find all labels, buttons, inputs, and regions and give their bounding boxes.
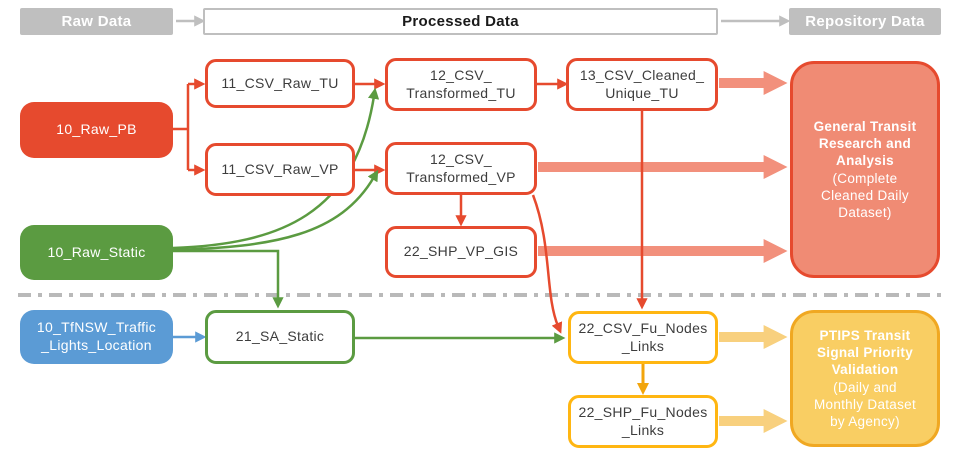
node-11-csv-raw-vp: 11_CSV_Raw_VP — [205, 143, 355, 196]
node-13-csv-cleaned-unique-tu: 13_CSV_Cleaned_ Unique_TU — [566, 58, 718, 111]
line-raw-pb-branch — [173, 84, 190, 170]
node-12-csv-transformed-vp: 12_CSV_ Transformed_VP — [385, 142, 537, 195]
node-22-shp-vp-gis: 22_SHP_VP_GIS — [385, 226, 537, 278]
ptips-title: PTIPS Transit Signal Priority Validation — [816, 327, 914, 378]
arrow-raw-static-to-transformed-tu — [172, 87, 380, 250]
node-11-csv-raw-tu: 11_CSV_Raw_TU — [205, 59, 355, 108]
node-10-raw-pb: 10_Raw_PB — [20, 102, 173, 158]
ptips-subtitle: (Daily and Monthly Dataset by Agency) — [813, 379, 917, 430]
gtra-title: General Transit Research and Analysis — [813, 118, 917, 169]
node-ptips-validation: PTIPS Transit Signal Priority Validation… — [790, 310, 940, 447]
node-12-csv-transformed-tu: 12_CSV_ Transformed_TU — [385, 58, 537, 111]
node-22-shp-fu-nodes-links: 22_SHP_Fu_Nodes _Links — [568, 395, 718, 448]
node-21-sa-static: 21_SA_Static — [205, 310, 355, 364]
node-general-transit-research: General Transit Research and Analysis (C… — [790, 61, 940, 278]
node-10-raw-static: 10_Raw_Static — [20, 225, 173, 280]
header-raw-data: Raw Data — [20, 8, 173, 35]
arrow-raw-static-to-transformed-vp — [172, 169, 379, 252]
arrow-transformed-vp-to-csv-fu — [531, 194, 563, 334]
header-processed-data: Processed Data — [203, 8, 718, 35]
gtra-subtitle: (Complete Cleaned Daily Dataset) — [821, 170, 909, 221]
node-22-csv-fu-nodes-links: 22_CSV_Fu_Nodes _Links — [568, 311, 718, 364]
node-10-tfnsw-traffic-lights-location: 10_TfNSW_Traffic _Lights_Location — [20, 310, 173, 364]
header-repository-data: Repository Data — [789, 8, 941, 35]
arrow-raw-static-to-sa-static — [173, 249, 284, 309]
